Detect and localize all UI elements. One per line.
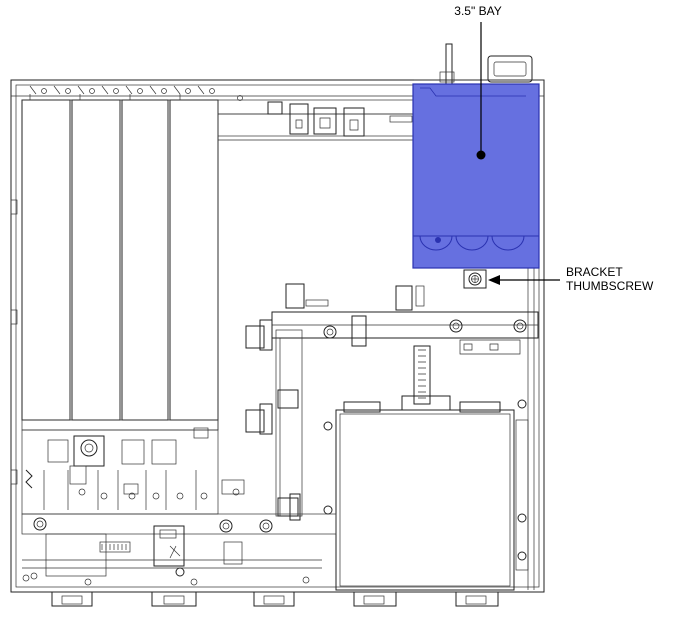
power-supply xyxy=(323,395,529,591)
expansion-cards xyxy=(21,94,219,431)
drive-handle xyxy=(414,43,544,91)
bottom-feet xyxy=(51,592,499,607)
thumbscrew-label-line2: THUMBSCREW xyxy=(566,279,654,293)
middle-bracket xyxy=(271,283,539,517)
arrow-icon xyxy=(488,275,500,285)
thumbscrew-label-line1: BRACKET xyxy=(566,265,623,279)
callout-dot-icon xyxy=(476,150,486,160)
top-rail-holes xyxy=(29,85,243,101)
bay-callout-label: 3.5" BAY xyxy=(454,4,501,18)
vertical-connector xyxy=(413,345,431,405)
cable-clips xyxy=(245,319,301,521)
upper-crossbar xyxy=(217,99,415,141)
thumbscrew-callout: BRACKET THUMBSCREW xyxy=(488,265,654,293)
bay-3-5-highlight xyxy=(412,83,540,269)
thumbscrew-icon xyxy=(463,269,487,289)
lower-io-board xyxy=(21,427,245,515)
bottom-rail xyxy=(21,513,337,586)
bay-callout: 3.5" BAY xyxy=(454,4,502,160)
